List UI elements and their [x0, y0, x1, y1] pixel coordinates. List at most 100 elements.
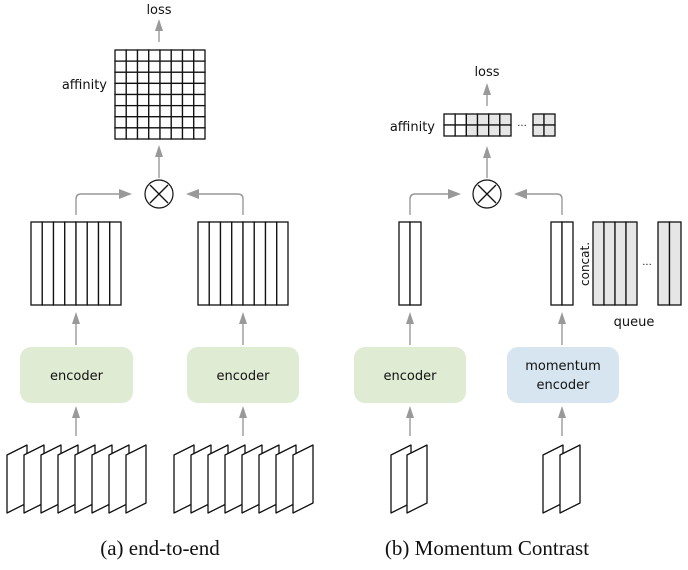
affinity-cell: [181, 93, 195, 107]
affinity-cell: [159, 116, 172, 129]
arrow-inputs-to-encoder-a-right: [239, 406, 247, 436]
feature-block-a-left: [30, 221, 122, 306]
affinity-cell: [159, 82, 172, 96]
affinity-cell: [181, 60, 195, 73]
affinity-cell: [193, 116, 206, 129]
affinity-cell: [170, 116, 184, 129]
arrow-input-to-encoder-b: [406, 406, 414, 436]
feature-column: [253, 221, 267, 306]
loss-label-a: loss: [146, 3, 171, 18]
encoder-b: encoder: [354, 347, 466, 403]
affinity-cell: [125, 104, 139, 118]
affinity-cell: [193, 127, 206, 140]
affinity-cell: [193, 104, 206, 118]
momentum-encoder-label-line1: momentum: [525, 359, 601, 374]
input-images-b-query: [390, 444, 428, 514]
feature-column: [242, 221, 255, 306]
encoder-box: [354, 347, 466, 403]
feature-column: [231, 221, 244, 306]
affinity-cell: [170, 104, 184, 118]
feature-column: [41, 221, 55, 306]
feature-column: [276, 221, 289, 306]
queue-column: [668, 221, 682, 306]
encoder-box: [20, 347, 133, 403]
momentum-encoder-box: [507, 347, 619, 403]
affinity-cell: [465, 113, 479, 126]
encoder-label: encoder: [384, 369, 438, 384]
arrow-query-to-op-b: [409, 189, 461, 215]
affinity-cell: [159, 60, 172, 73]
queue-column: [625, 221, 638, 306]
multiply-operator-b: [472, 179, 502, 209]
caption-a: (a) end-to-end: [100, 536, 220, 560]
affinity-cell: [181, 127, 195, 140]
affinity-cell: [125, 93, 139, 107]
arrow-encoder-to-query-b: [406, 312, 414, 345]
affinity-cell: [193, 93, 206, 107]
affinity-cell: [125, 49, 139, 62]
affinity-cell: [170, 93, 184, 107]
affinity-cell: [159, 93, 172, 107]
affinity-cell: [148, 60, 161, 73]
affinity-cell: [193, 60, 206, 73]
affinity-cell: [114, 127, 127, 140]
affinity-cell: [125, 82, 139, 96]
affinity-cell: [125, 127, 139, 140]
affinity-cell: [543, 113, 556, 126]
affinity-cell: [193, 82, 206, 96]
encoder-box: [187, 347, 299, 403]
affinity-cell: [181, 82, 195, 96]
affinity-cell: [136, 71, 150, 85]
arrow-to-loss-b: [483, 83, 491, 106]
input-image-sheet: [125, 444, 147, 514]
input-image-sheet: [559, 444, 581, 514]
affinity-cell: [454, 124, 467, 137]
concat-label: concat.: [578, 242, 592, 286]
affinity-label-a: affinity: [62, 78, 107, 93]
feature-column: [30, 221, 43, 306]
affinity-cell: [136, 49, 150, 62]
feature-column: [97, 221, 111, 306]
feature-column: [64, 221, 77, 306]
affinity-cell: [181, 49, 195, 62]
affinity-label-b: affinity: [390, 120, 435, 135]
affinity-cell: [114, 93, 127, 107]
queue-ellipsis: ...: [642, 257, 652, 268]
arrow-momentum-encoder-to-key-b: [558, 312, 566, 345]
affinity-cell: [499, 113, 512, 126]
feature-column: [219, 221, 233, 306]
input-images-a-right: [173, 444, 314, 514]
affinity-cell: [148, 104, 161, 118]
encoder-a-right: encoder: [187, 347, 299, 403]
arrow-key-to-op-b: [514, 189, 563, 215]
affinity-cell: [125, 60, 139, 73]
queue-column: [603, 221, 616, 306]
arrow-to-loss-a: [155, 19, 163, 42]
affinity-cell: [499, 124, 512, 137]
affinity-cell: [454, 113, 467, 126]
affinity-cell: [136, 93, 150, 107]
input-images-a-left: [6, 444, 147, 514]
panel-a: loss affinity: [6, 3, 314, 560]
feature-column: [86, 221, 100, 306]
affinity-cell: [159, 104, 172, 118]
affinity-cell: [476, 124, 490, 137]
loss-label-b: loss: [474, 65, 499, 80]
arrow-left-features-to-op-a: [75, 189, 132, 215]
panel-b: loss affinity ... concat. ...: [354, 65, 682, 560]
queue-column: [657, 221, 671, 306]
feature-column: [197, 221, 210, 306]
key-column: [550, 221, 563, 306]
arrow-to-affinity-a: [155, 145, 163, 178]
feature-column: [75, 221, 88, 306]
affinity-cell: [170, 82, 184, 96]
affinity-cell: [148, 82, 161, 96]
affinity-cell: [136, 60, 150, 73]
affinity-cell: [148, 116, 161, 129]
arrow-inputs-to-encoder-a-left: [72, 406, 80, 436]
affinity-cell: [148, 49, 161, 62]
affinity-cell: [136, 82, 150, 96]
arrow-encoder-to-features-a-left: [72, 312, 80, 345]
encoder-a-left: encoder: [20, 347, 133, 403]
